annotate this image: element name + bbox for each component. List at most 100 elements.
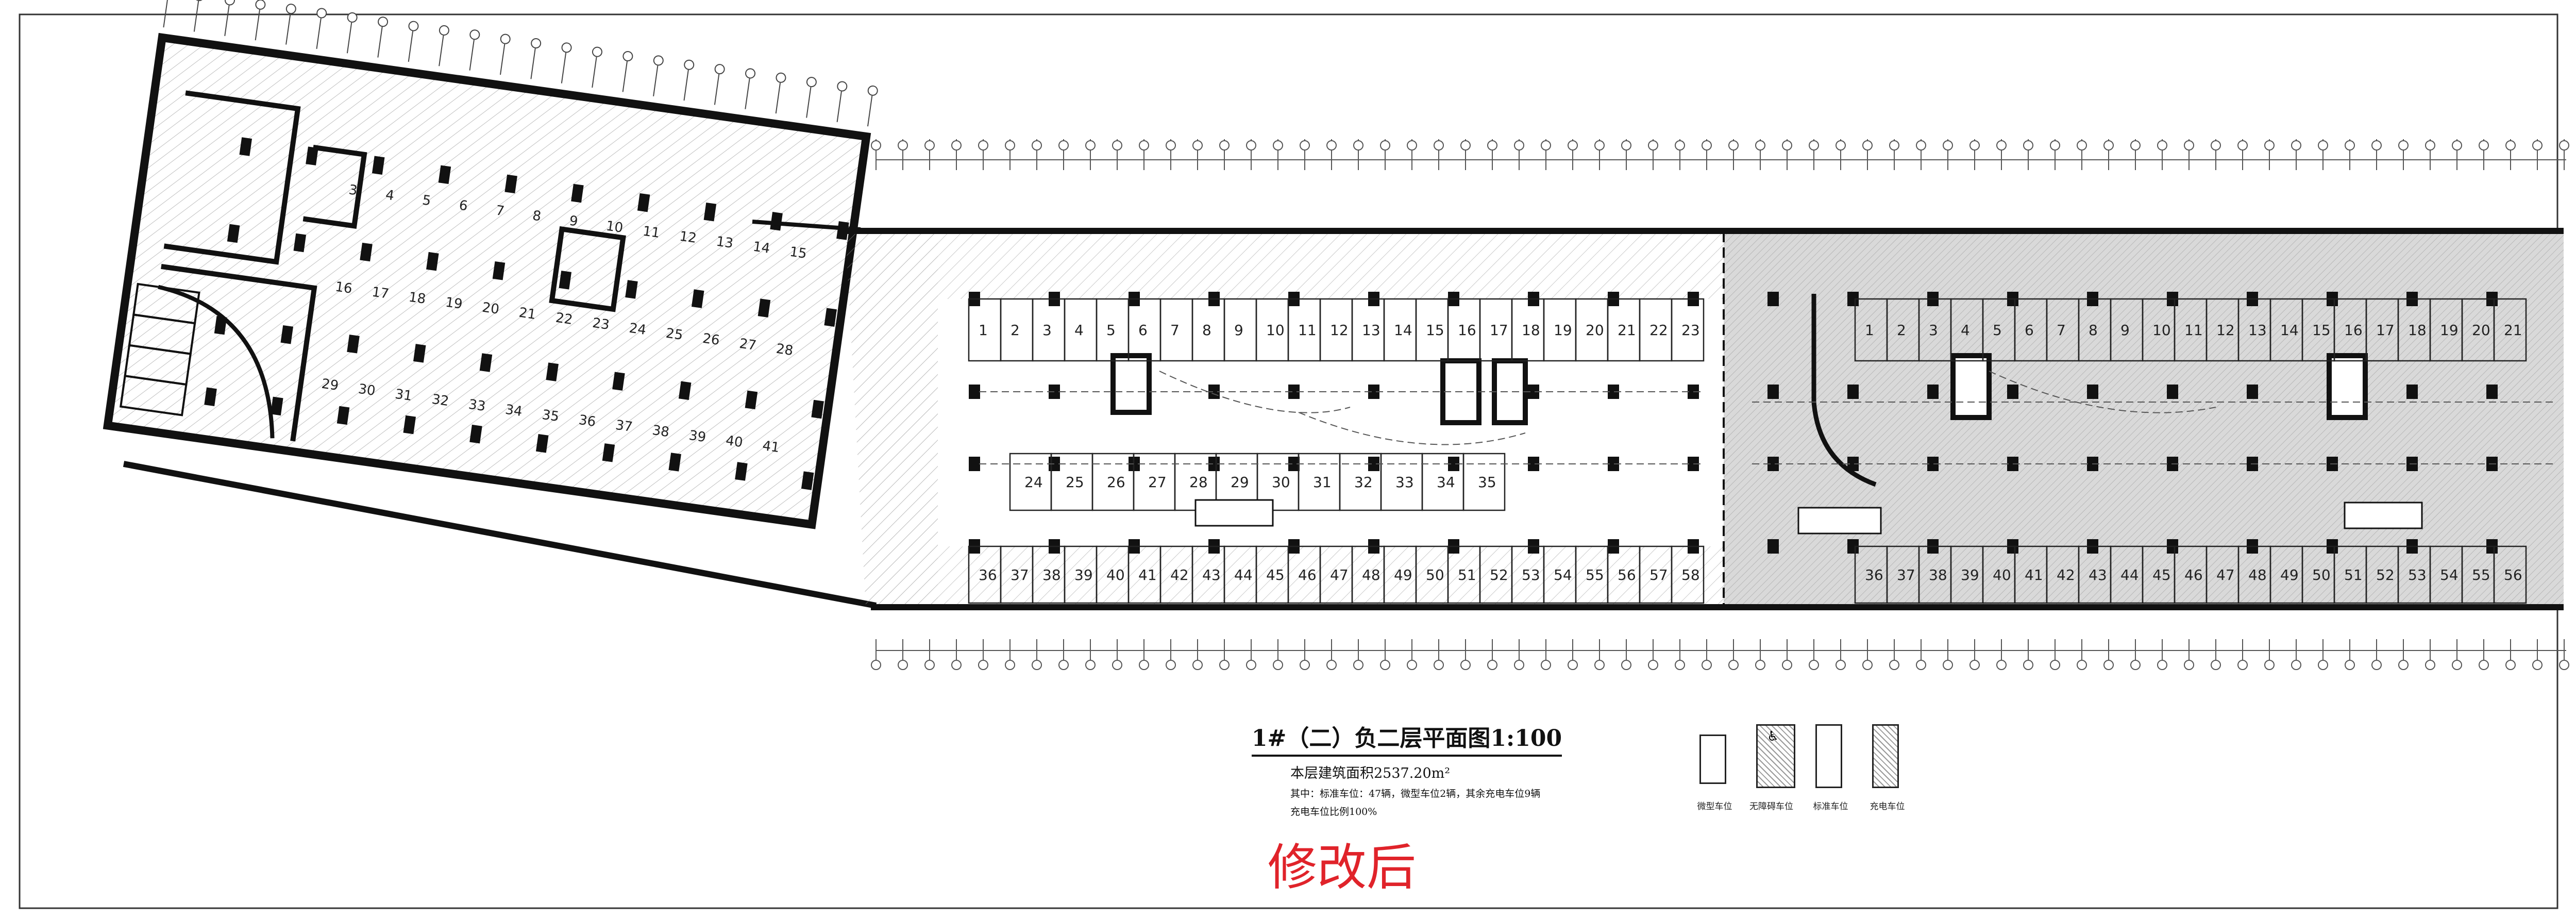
column [492, 261, 506, 280]
grid-bubble [1648, 660, 1658, 670]
grid-bubble [1434, 140, 1444, 151]
grid-bubble [1085, 140, 1096, 151]
stall-number: 53 [2408, 566, 2427, 583]
stall-number: 32 [431, 392, 450, 409]
grid-bubble [1166, 140, 1176, 151]
grid-bubble [1380, 660, 1390, 670]
stall-number: 10 [2152, 322, 2171, 339]
stall-number: 47 [1330, 566, 1349, 583]
stall-number: 56 [2504, 566, 2522, 583]
grid-bubble [1058, 140, 1069, 151]
stall-number: 29 [1231, 474, 1249, 491]
grid-bubble [1139, 140, 1149, 151]
drawing-title-block: 1#（二）负二层平面图1:100 本层建筑面积2537.20m² 其中：标准车位… [1247, 720, 1567, 818]
stall-number: 38 [651, 423, 670, 440]
column [360, 242, 373, 262]
column [438, 165, 451, 185]
grid-bubble [1219, 660, 1230, 670]
stall-number: 20 [481, 300, 500, 318]
stall-number: 31 [1313, 474, 1332, 491]
grid-bubble [924, 140, 935, 151]
stall-number: 52 [2376, 566, 2395, 583]
column [1448, 457, 1459, 471]
column [801, 471, 814, 490]
column [1368, 385, 1379, 399]
grid-bubble [898, 140, 908, 151]
column [293, 233, 307, 253]
stall-number: 33 [1395, 474, 1414, 491]
column [1288, 457, 1300, 471]
grid-bubble [1514, 140, 1524, 151]
stall-number: 17 [1490, 322, 1508, 339]
column [1208, 457, 1220, 471]
column [1368, 457, 1379, 471]
column [703, 202, 717, 222]
grid-bubble [2425, 660, 2435, 670]
grid-bubble [2398, 660, 2409, 670]
grid-bubble [2184, 140, 2194, 151]
stall-number: 11 [1298, 322, 1317, 339]
grid-bubble [2130, 660, 2141, 670]
column [757, 298, 771, 318]
stall-number: 48 [2248, 566, 2267, 583]
stall-number: 34 [504, 402, 524, 420]
stall-number: 40 [725, 433, 744, 450]
grid-bubble [1005, 660, 1015, 670]
legend-accessible: ♿ 无障碍车位 [1747, 724, 1796, 812]
stall-number: 9 [1234, 322, 1243, 339]
stall-number: 51 [1458, 566, 1476, 583]
column [1847, 539, 1859, 554]
stall-number: 18 [408, 290, 427, 307]
axis-tick [193, 1, 199, 32]
stall-number: 1 [1865, 322, 1874, 339]
axis-tick [622, 61, 628, 92]
grid-bubble [1326, 140, 1337, 151]
stall-number: 34 [1437, 474, 1455, 491]
grid-bubble [194, 0, 205, 2]
stall-number: 38 [1042, 566, 1061, 583]
grid-bubble [745, 68, 756, 79]
grid-bubble [714, 64, 725, 75]
column [2406, 385, 2418, 399]
grid-bubble [469, 29, 480, 40]
axis-tick [775, 82, 781, 114]
axis-tick [255, 9, 260, 41]
stall-number: 15 [1426, 322, 1444, 339]
column [678, 381, 692, 400]
stall-number: 40 [1106, 566, 1125, 583]
stall-number: 9 [568, 213, 579, 229]
grid-bubble [1460, 660, 1471, 670]
stall-number: 14 [2280, 322, 2299, 339]
grid-bubble [1326, 660, 1337, 670]
grid-bubble [347, 12, 358, 23]
grid-bubble [2184, 660, 2194, 670]
grid-bubble [592, 46, 602, 57]
grid-bubble [2211, 660, 2221, 670]
grid-bubble [2532, 140, 2543, 151]
stall-number: 4 [1074, 322, 1084, 339]
grid-bubble [898, 660, 908, 670]
column [372, 156, 385, 175]
stall-number: 32 [1354, 474, 1373, 491]
stall-number: 39 [688, 428, 707, 445]
parking-stall [1671, 545, 1705, 604]
stall-number: 12 [679, 229, 698, 246]
grid-bubble [2345, 660, 2355, 670]
stall-number: 36 [979, 566, 997, 583]
axis-tick [745, 78, 750, 109]
stall-number: 41 [2025, 566, 2043, 583]
charging-parking-icon [1872, 724, 1899, 788]
stall-number: 2 [1011, 322, 1020, 339]
stall-number: 21 [518, 305, 537, 323]
stall-number: 2 [1897, 322, 1906, 339]
stall-number: 7 [2057, 322, 2066, 339]
column [1528, 385, 1539, 399]
grid-bubble [1755, 140, 1765, 151]
grid-bubble [2050, 140, 2060, 151]
grid-bubble [1836, 660, 1846, 670]
stall-number: 52 [1490, 566, 1508, 583]
grid-bubble [1809, 140, 1819, 151]
grid-bubble [2452, 660, 2462, 670]
stall-number: 43 [1202, 566, 1221, 583]
grid-bubble [224, 0, 235, 6]
